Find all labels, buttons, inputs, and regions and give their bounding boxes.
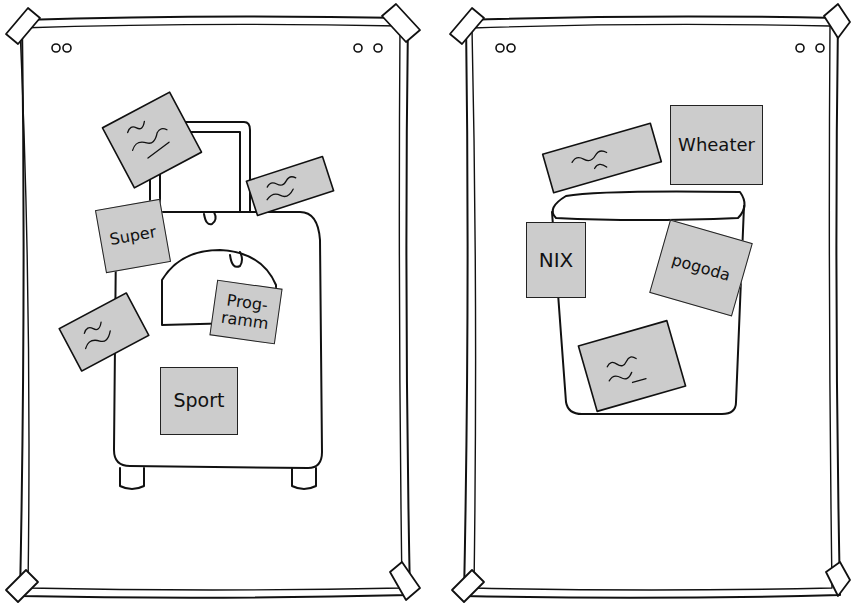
poster-sheet-edge (472, 24, 832, 590)
note-text: NIX (539, 249, 574, 272)
scribble-notes (59, 92, 685, 411)
poster-sheet (20, 16, 410, 597)
poster-sheet-edge (20, 24, 402, 590)
note-text: pogoda (670, 251, 733, 285)
sticky-note: Prog- ramm (209, 280, 282, 345)
sticky-note: Sport (160, 367, 238, 435)
sticky-note: pogoda (649, 220, 753, 317)
sticky-note: NIX (526, 222, 586, 298)
note-text: Super (108, 223, 157, 249)
note-text: Wheater (678, 135, 755, 156)
poster-sheet (464, 16, 840, 597)
note-text: Prog- ramm (219, 290, 274, 333)
note-text: Sport (173, 390, 224, 412)
poster-holes (52, 44, 824, 52)
sticky-note: Wheater (670, 105, 763, 185)
sticky-note: Super (95, 199, 171, 273)
tape-pieces (6, 4, 850, 602)
